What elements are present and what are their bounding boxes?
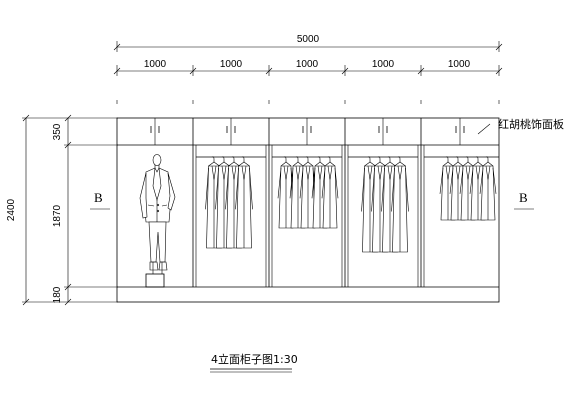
annotation-text: 红胡桃饰面板 (498, 117, 564, 131)
hanging-coat (479, 156, 497, 221)
middle-height-label: 1870 (52, 204, 63, 227)
top-panel-height-label: 350 (52, 123, 63, 140)
total-dimension: 5000 (113, 34, 503, 52)
drawing-title: 4立面柜子图1:30 (210, 352, 298, 373)
section-mark-right-letter: B (519, 190, 528, 205)
bay-2-label: 1000 (220, 59, 243, 70)
bay-1-label: 1000 (144, 59, 167, 70)
section-mark-left: B (90, 190, 110, 210)
vertical-dimensions: 2400 350 1870 180 (6, 114, 118, 306)
hanging-coat (277, 156, 295, 229)
bay-4-label: 1000 (372, 59, 395, 70)
section-mark-right: B (514, 190, 534, 210)
hanging-coat (235, 156, 253, 249)
extension-marks (116, 100, 500, 104)
hanging-garments (205, 156, 497, 253)
title-text: 4立面柜子图1:30 (211, 352, 298, 366)
bay-dimensions: 1000 1000 1000 1000 1000 (113, 59, 503, 76)
hanging-coat (299, 156, 317, 229)
material-annotation: 红胡桃饰面板 (477, 117, 564, 135)
total-height-label: 2400 (6, 198, 17, 221)
top-cabinet-doors (150, 118, 465, 145)
base-height-label: 180 (52, 286, 63, 303)
bay-5-label: 1000 (448, 59, 471, 70)
hanging-coat (391, 156, 409, 253)
mannequin-suit (139, 154, 176, 288)
cabinet (116, 117, 500, 303)
total-width-label: 5000 (297, 34, 320, 45)
section-mark-left-letter: B (94, 190, 103, 205)
hanging-coat (321, 156, 339, 229)
bay-3-label: 1000 (296, 59, 319, 70)
